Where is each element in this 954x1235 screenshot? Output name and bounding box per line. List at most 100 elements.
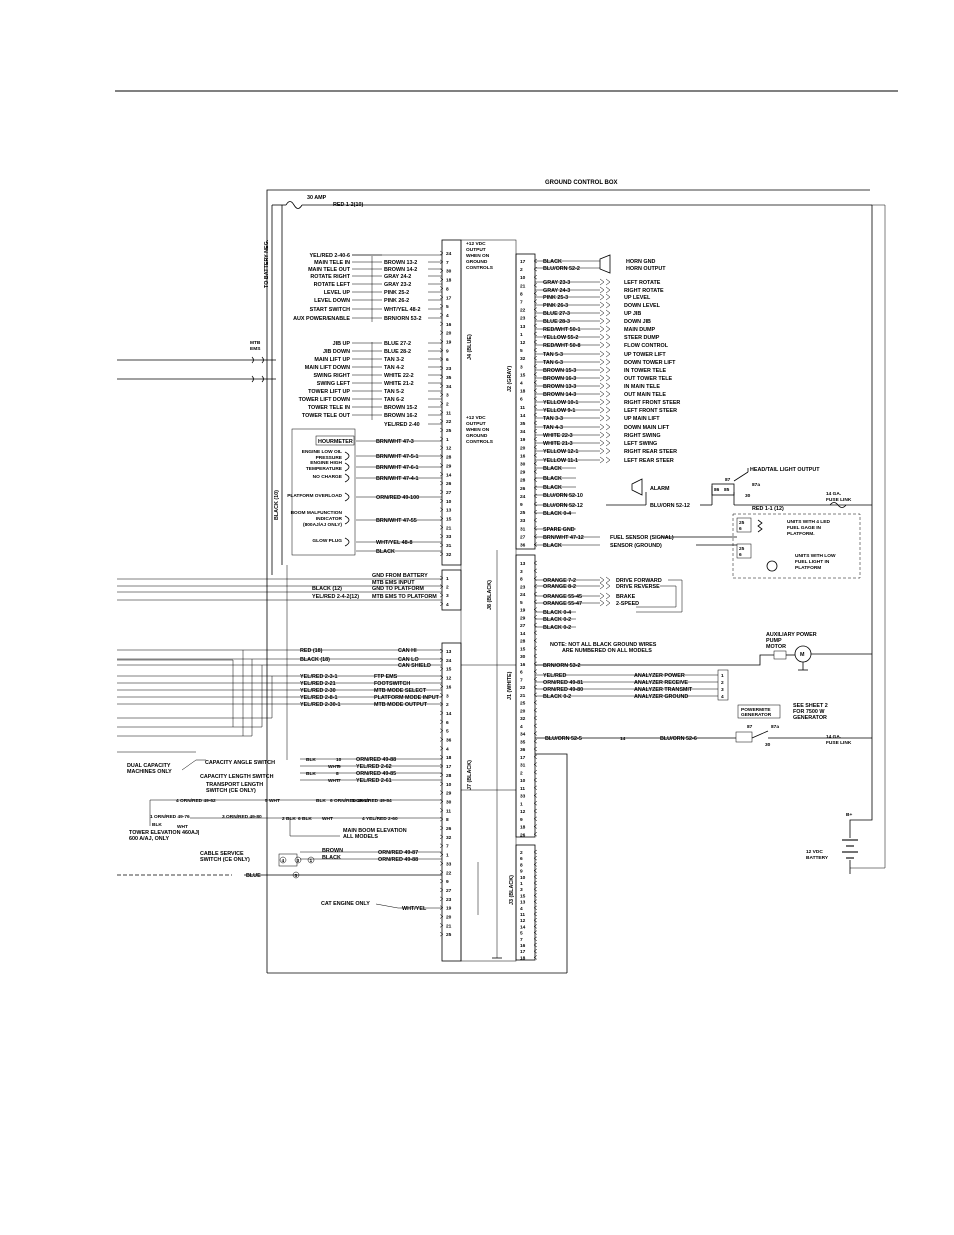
pin-number: 3 [446, 393, 449, 399]
valve-coil-icon [599, 325, 611, 333]
pin-marker [439, 575, 444, 581]
relay-pin-85: 85 [724, 487, 730, 493]
pin-number: 18 [446, 755, 452, 761]
indicator-wire-label: BRN/WHT 47-3 [376, 439, 414, 445]
can-left-label: YEL/RED 2-8-1 [300, 695, 337, 701]
pin-marker [533, 849, 538, 855]
pin-marker [439, 754, 444, 760]
pin-number: 16 [520, 453, 526, 459]
j2-wire-label: TAN 5-3 [543, 352, 563, 358]
valve-coil-icon [599, 301, 611, 309]
svg-text:ALL MODELS: ALL MODELS [343, 834, 378, 840]
pin-number: 25 [520, 701, 526, 707]
j2-function-label: LEFT REAR STEER [624, 458, 674, 464]
gen-relay-contact [751, 730, 769, 739]
pin-marker [533, 428, 538, 434]
conn-14-label: 14 [620, 736, 626, 742]
pin-marker [533, 591, 538, 597]
pin-number: 11 [520, 405, 525, 411]
j2-wire-label: BLACK [543, 259, 562, 265]
valve-coil-icon [599, 406, 611, 414]
red-1-1-label: RED 1-1 (12) [752, 506, 784, 512]
j2-function-label: LEFT SWING [624, 441, 657, 447]
pin-marker [533, 793, 538, 798]
gen-relay-30: 30 [765, 742, 771, 748]
can-left-label: RED (18) [300, 648, 323, 654]
drive-wire-label: ORANGE 7-2 [543, 578, 576, 584]
j2-function-label: IN TOWER TELE [624, 368, 667, 374]
svg-text:SWITCH (CE ONLY): SWITCH (CE ONLY) [206, 788, 256, 794]
svg-text:MOTOR: MOTOR [766, 644, 786, 650]
valve-coil-icon [599, 398, 611, 406]
j4-function-label: TOWER LIFT UP [308, 389, 350, 395]
j2-wire-label: BLACK [543, 485, 562, 491]
note-black-ground: NOTE: NOT ALL BLACK GROUND WIRES ARE NUM… [550, 642, 657, 654]
pin-marker [533, 461, 538, 466]
gen-relay-87: 87 [747, 724, 753, 730]
pin-number: 27 [446, 490, 452, 496]
cable-wire-color: BLACK [322, 855, 341, 861]
pin-number: 21 [520, 693, 526, 699]
j2-wire-label: BLACK 0-4 [543, 511, 571, 517]
pin-number: 25 [446, 932, 452, 938]
j2-function-label: DOWN LEVEL [624, 303, 661, 309]
pin-number: 28 [520, 639, 526, 645]
indicator-wire-label: BLACK [376, 549, 395, 555]
pin-marker [439, 436, 444, 442]
valve-coil-icon [599, 456, 611, 464]
pin-marker [439, 330, 444, 335]
pin-number: 14 [446, 711, 452, 717]
pin-number: 21 [446, 923, 452, 929]
pin-marker [533, 930, 538, 935]
cap-wire-color: BLK [306, 771, 316, 777]
svg-text:MACHINES ONLY: MACHINES ONLY [127, 769, 172, 775]
alarm-icon [631, 478, 643, 496]
valve-coil-icon [599, 341, 611, 349]
can-signal-label: MTB MODE SELECT [374, 688, 427, 694]
pin-number: 12 [446, 446, 452, 452]
dual-capacity-label: DUAL CAPACITY MACHINES ONLY [127, 763, 172, 775]
pin-marker [439, 365, 444, 371]
aux-power-wire [535, 654, 774, 666]
pin-number: 25 [446, 428, 452, 434]
indicator-label: ENGINE HIGH [310, 460, 342, 466]
j2-wire-label: WHITE 22-3 [543, 433, 573, 439]
j4-wire-label: BROWN 16-2 [384, 413, 417, 419]
pin-marker [439, 896, 444, 902]
pin-marker [439, 348, 444, 353]
gen-relay-87a: 87a [771, 724, 779, 730]
j2-wire-label: BROWN 14-3 [543, 392, 576, 398]
pin-marker [533, 299, 538, 304]
j2-wire-label: RED/WHT 50-8 [543, 343, 580, 349]
svg-text:OUTPUT: OUTPUT [466, 247, 486, 253]
pin-marker [439, 710, 444, 716]
pin-marker [533, 816, 538, 821]
j4-function-label: TOWER TELE OUT [302, 413, 351, 419]
pin-number: 3 [520, 364, 523, 370]
pin-number: 10 [446, 499, 452, 505]
pin-marker [533, 731, 538, 736]
pin-marker [533, 291, 538, 296]
cable-terminal-number: 3 [297, 858, 300, 864]
pin-number: 12 [520, 809, 526, 815]
indicator-label: ENGINE LOW OIL [302, 449, 342, 455]
pin-marker [533, 485, 538, 491]
j4-function-label: START SWITCH [310, 307, 350, 313]
pin-marker [439, 268, 444, 273]
drive-wire-label: ORANGE 55-45 [543, 594, 582, 600]
lamp-icon [344, 515, 350, 525]
pin-marker [533, 862, 538, 867]
svg-text:GENERATOR: GENERATOR [793, 715, 827, 721]
blu-orn-52-12-label: BLU/ORN 52-12 [650, 503, 690, 509]
svg-text:SWITCH (CE ONLY): SWITCH (CE ONLY) [200, 857, 250, 863]
fuse-link-1-label-2: FUSE LINK [826, 497, 852, 503]
pin-number: 33 [446, 861, 452, 867]
pin-number: 5 [520, 931, 523, 937]
svg-text:DUAL CAPACITY: DUAL CAPACITY [127, 763, 171, 769]
cat-engine-wire [375, 903, 442, 909]
pin-number: 4 [446, 746, 449, 752]
pin-marker [439, 542, 444, 548]
